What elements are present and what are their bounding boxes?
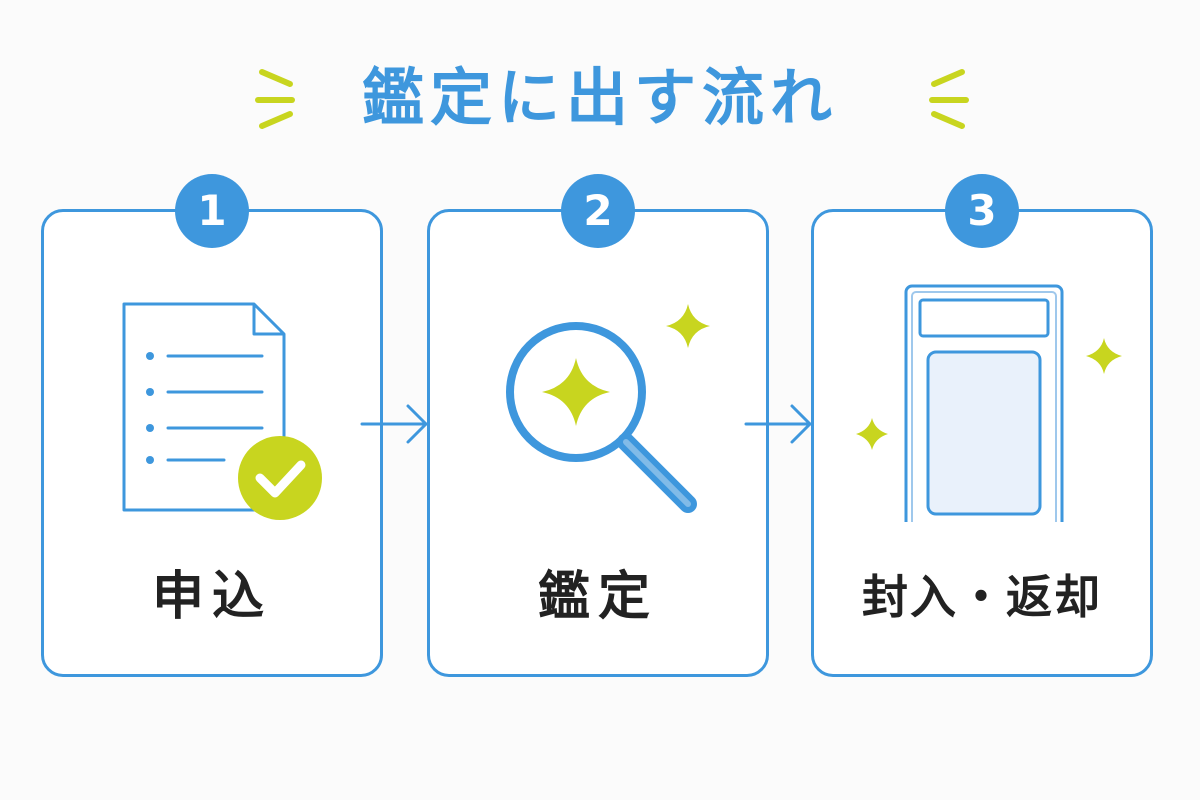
step-card-seal-return: 3 封入・返却 <box>811 174 1153 677</box>
step-number-badge: 3 <box>945 174 1019 248</box>
page-title: 鑑定に出す流れ <box>361 61 838 134</box>
graded-card-slab-icon <box>856 284 1122 522</box>
step-label: 申込 <box>151 567 272 627</box>
arrow-right-icon <box>744 404 812 444</box>
step-card-appraisal: 2 鑑定 <box>427 174 769 677</box>
step-number-badge: 1 <box>175 174 249 248</box>
step-label: 封入・返却 <box>862 570 1102 624</box>
step-card-apply: 1 申込 <box>41 174 383 677</box>
arrow-right-icon <box>360 404 428 444</box>
step-number-badge: 2 <box>561 174 635 248</box>
left-burst-icon <box>255 69 295 129</box>
step-label: 鑑定 <box>537 567 658 627</box>
right-burst-icon <box>929 69 969 129</box>
magnifier-sparkle-icon <box>506 304 710 513</box>
document-check-icon <box>122 302 322 520</box>
